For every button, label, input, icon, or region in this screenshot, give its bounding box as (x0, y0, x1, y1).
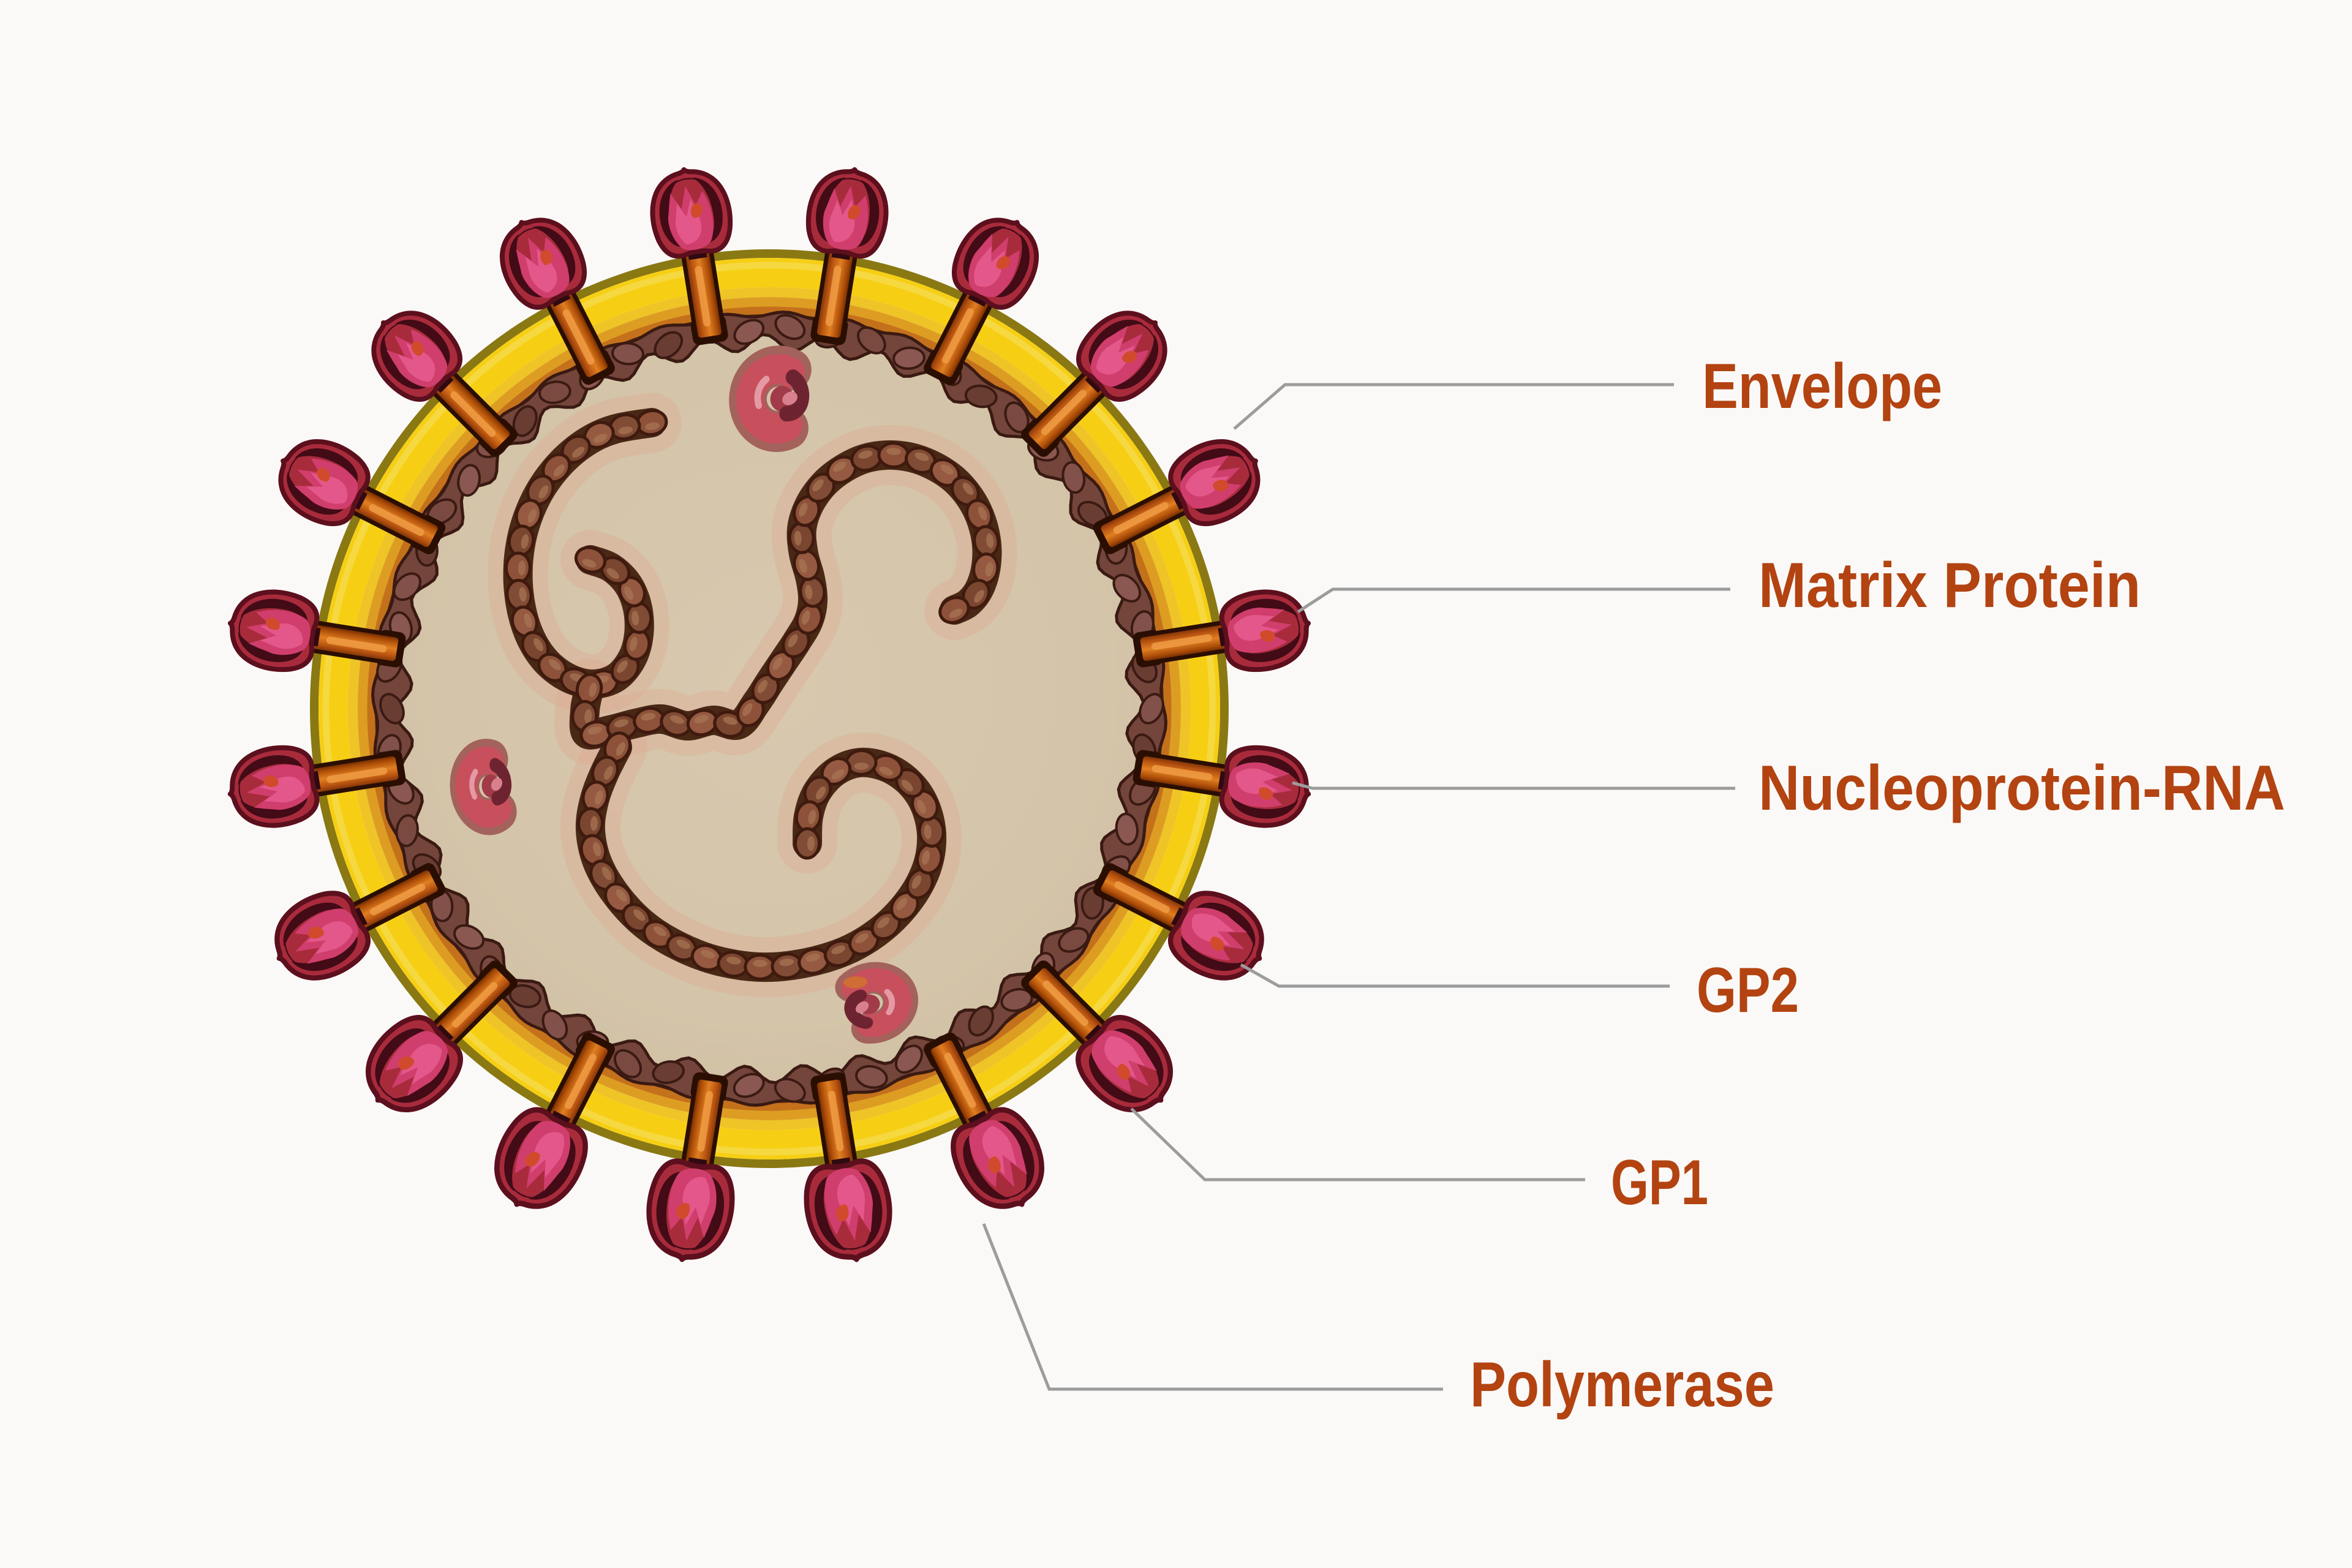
svg-text:Envelope: Envelope (1702, 351, 1942, 422)
svg-text:Matrix Protein: Matrix Protein (1758, 550, 2141, 621)
svg-text:GP1: GP1 (1611, 1147, 1708, 1218)
svg-text:Nucleoprotein-RNA: Nucleoprotein-RNA (1758, 753, 2285, 824)
svg-text:Polymerase: Polymerase (1470, 1349, 1774, 1420)
svg-text:GP2: GP2 (1697, 955, 1799, 1026)
